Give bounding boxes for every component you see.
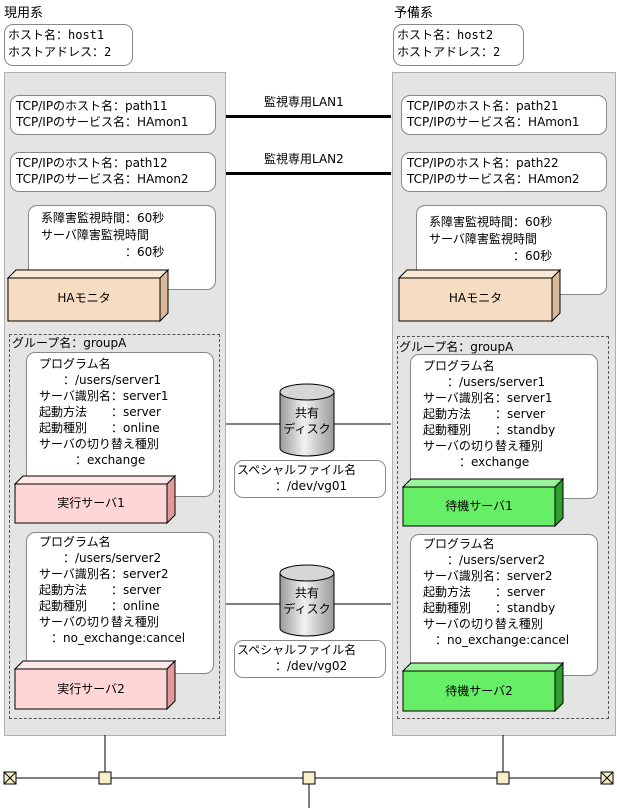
primary-system-failure-time: 系障害監視時間：60秒: [41, 211, 165, 225]
shared-disk-2-icon: [279, 564, 335, 637]
primary-ha-monitor-box: [6, 268, 170, 323]
primary-server1-info-line: サーバの切り替え種別: [39, 437, 159, 451]
primary-server2-info-line: ：/users/server2: [39, 551, 162, 565]
standby-server2-info-line: サーバの切り替え種別: [423, 617, 543, 631]
disk2-special-file-box: スペシャルファイル名 ：/dev/vg02: [234, 640, 386, 678]
disk2-label-line2: ディスク: [283, 602, 331, 616]
primary-system-label: 現用系: [4, 6, 44, 21]
primary-tcpip1-service: TCP/IPのサービス名：HAmon1: [16, 115, 189, 129]
primary-server2-box: [13, 659, 177, 711]
standby-server2-info-line: ：/users/server2: [423, 553, 546, 567]
primary-host-address: ホストアドレス：2: [8, 45, 112, 59]
standby-system-failure-time: 系障害監視時間：60秒: [429, 215, 553, 229]
standby-server2-info-line: 起動種別 ：standby: [423, 601, 556, 615]
standby-tcpip2-host: TCP/IPのホスト名：path22: [407, 156, 559, 170]
standby-server2-info-box: プログラム名 ：/users/server2 サーバ識別名：server2 起動…: [410, 534, 598, 676]
primary-server1-label: 実行サーバ1: [57, 496, 125, 510]
disk1-label-line1: 共有: [294, 406, 319, 420]
disk2-special-file-label: スペシャルファイル名: [237, 643, 357, 657]
standby-host-name: ホスト名：host2: [397, 28, 494, 42]
primary-tcpip-box-2: TCP/IPのホスト名：path12 TCP/IPのサービス名：HAmon2: [10, 152, 216, 192]
lan2-line: [226, 172, 391, 175]
standby-server1-info-line: サーバの切り替え種別: [423, 439, 543, 453]
standby-server1-info-line: ：/users/server1: [423, 375, 546, 389]
shared-disk-1-icon: [279, 383, 335, 457]
primary-host-box: ホスト名：host1 ホストアドレス：2: [4, 24, 133, 66]
disk1-special-file-label: スペシャルファイル名: [237, 463, 357, 477]
standby-tcpip1-service: TCP/IPのサービス名：HAmon1: [407, 115, 580, 129]
primary-server1-info-line: ：/users/server1: [39, 373, 162, 387]
standby-group-border: [397, 336, 609, 719]
standby-tcpip1-host: TCP/IPのホスト名：path21: [407, 99, 559, 113]
primary-server2-info-line: サーバ識別名：server2: [39, 567, 169, 581]
primary-server-failure-time-label: サーバ障害監視時間: [41, 228, 149, 242]
network-terminator-left: [3, 771, 17, 785]
standby-tcpip2-service: TCP/IPのサービス名：HAmon2: [407, 172, 580, 186]
primary-server1-info-line: プログラム名: [39, 357, 111, 371]
standby-server2-info-line: サーバ識別名：server2: [423, 569, 553, 583]
disk2-label-line1: 共有: [294, 586, 319, 600]
primary-server2-info-line: ：no_exchange:cancel: [39, 631, 186, 645]
network-node-primary: [98, 771, 112, 785]
primary-group-border: [9, 334, 220, 719]
network-node-center: [302, 771, 316, 785]
standby-host-box: ホスト名：host2 ホストアドレス：2: [393, 24, 524, 66]
primary-server2-info-line: 起動種別 ：online: [39, 599, 160, 613]
primary-server1-info-line: サーバ識別名：server1: [39, 389, 169, 403]
standby-server1-info-box: プログラム名 ：/users/server1 サーバ識別名：server1 起動…: [410, 354, 598, 499]
standby-server-failure-time-label: サーバ障害監視時間: [429, 232, 537, 246]
standby-server1-info-line: プログラム名: [423, 359, 495, 373]
standby-server2-label: 待機サーバ2: [445, 684, 513, 698]
disk1-label-line2: ディスク: [283, 422, 331, 436]
primary-server2-info-line: プログラム名: [39, 535, 111, 549]
standby-server2-info-line: 起動方法 ：server: [423, 585, 545, 599]
standby-host-address: ホストアドレス：2: [397, 45, 501, 59]
primary-server-failure-time-value: ：60秒: [41, 245, 165, 259]
standby-ha-monitor-label: HAモニタ: [448, 291, 503, 305]
primary-tcpip2-host: TCP/IPのホスト名：path12: [16, 156, 168, 170]
primary-tcpip1-host: TCP/IPのホスト名：path11: [16, 99, 168, 113]
primary-server2-label: 実行サーバ2: [57, 682, 125, 696]
primary-tcpip2-service: TCP/IPのサービス名：HAmon2: [16, 172, 189, 186]
primary-server1-box: [13, 474, 177, 525]
standby-server2-box: [401, 661, 565, 713]
primary-tcpip-box-1: TCP/IPのホスト名：path11 TCP/IPのサービス名：HAmon1: [10, 95, 216, 135]
standby-server2-info-line: プログラム名: [423, 537, 495, 551]
primary-server2-info-line: 起動方法 ：server: [39, 583, 161, 597]
standby-server1-box: [401, 477, 565, 528]
standby-server-failure-time-value: ：60秒: [429, 249, 553, 263]
primary-server1-info-line: 起動種別 ：online: [39, 421, 160, 435]
primary-group-name: グループ名：groupA: [12, 336, 127, 350]
lan1-line: [226, 115, 391, 118]
lan1-label: 監視専用LAN1: [264, 95, 344, 109]
standby-server2-info-line: ：no_exchange:cancel: [423, 633, 570, 647]
standby-ha-monitor-box: [397, 268, 562, 323]
standby-tcpip-box-2: TCP/IPのホスト名：path22 TCP/IPのサービス名：HAmon2: [401, 152, 607, 192]
standby-server1-info-line: ：exchange: [423, 455, 530, 469]
network-terminator-right: [600, 771, 614, 785]
lan2-label: 監視専用LAN2: [264, 152, 344, 166]
disk1-special-file-box: スペシャルファイル名 ：/dev/vg01: [234, 460, 386, 498]
primary-server1-info-line: ：exchange: [39, 453, 146, 467]
standby-server1-info-line: 起動方法 ：server: [423, 407, 545, 421]
standby-system-label: 予備系: [394, 6, 434, 21]
primary-server2-info-line: サーバの切り替え種別: [39, 615, 159, 629]
network-node-standby: [496, 771, 510, 785]
disk2-special-file-path: ：/dev/vg02: [275, 659, 348, 673]
primary-server1-info-box: プログラム名 ：/users/server1 サーバ識別名：server1 起動…: [26, 352, 214, 497]
standby-tcpip-box-1: TCP/IPのホスト名：path21 TCP/IPのサービス名：HAmon1: [401, 95, 607, 135]
standby-group-name: グループ名：groupA: [399, 340, 514, 354]
standby-server1-info-line: サーバ識別名：server1: [423, 391, 553, 405]
primary-host-name: ホスト名：host1: [8, 28, 105, 42]
primary-server1-info-line: 起動方法 ：server: [39, 405, 161, 419]
primary-ha-monitor-label: HAモニタ: [57, 291, 111, 305]
standby-server1-label: 待機サーバ1: [445, 499, 513, 513]
standby-server1-info-line: 起動種別 ：standby: [423, 423, 556, 437]
disk1-special-file-path: ：/dev/vg01: [275, 479, 348, 493]
